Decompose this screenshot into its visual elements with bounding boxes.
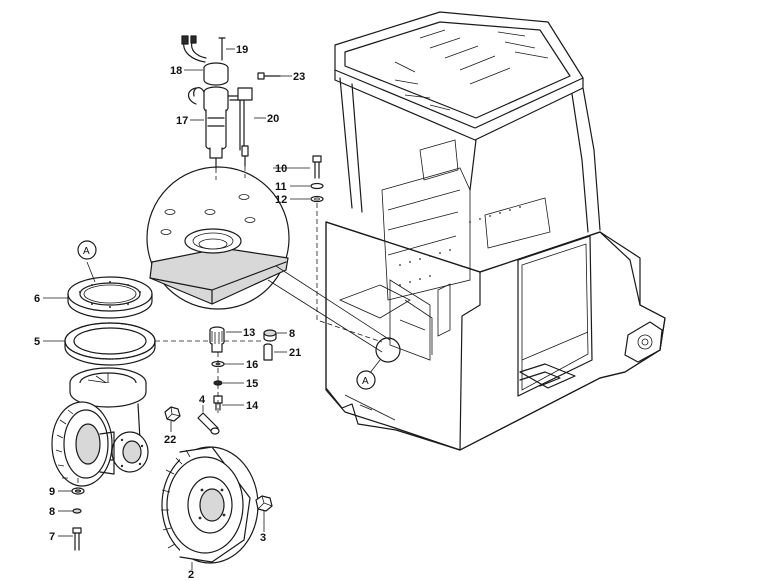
- pin-21: [263, 343, 273, 361]
- detail-marker-left: A: [77, 240, 97, 260]
- wheel-2: [161, 446, 259, 564]
- rivet-dots: [399, 206, 521, 286]
- callout-12: 12: [275, 194, 287, 206]
- callout-22: 22: [164, 434, 176, 446]
- leader-lines: [43, 48, 381, 570]
- detail-magnifier: [146, 166, 401, 363]
- callout-11: 11: [275, 181, 287, 193]
- callout-labels: 19 18 23 20 17 10 11 12 6 5 13 8 21 16 1…: [34, 44, 305, 581]
- callout-5: 5: [34, 336, 40, 348]
- callout-18: 18: [170, 65, 182, 77]
- callout-17: 17: [176, 115, 188, 127]
- callout-20: 20: [267, 113, 279, 125]
- callout-14: 14: [246, 400, 259, 412]
- nut-8-upper: [263, 329, 277, 342]
- slewing-ring-6: [67, 276, 153, 319]
- lug-nut-3: [255, 495, 273, 512]
- callout-2: 2: [188, 569, 194, 581]
- lower-bolt-stack: [71, 478, 85, 551]
- callout-8-lower: 8: [49, 506, 55, 518]
- callout-8-upper: 8: [289, 328, 295, 340]
- steering-motor-assembly: [181, 35, 281, 180]
- callout-6: 6: [34, 293, 40, 305]
- detail-marker-left-label: A: [83, 246, 90, 257]
- callout-13: 13: [243, 327, 255, 339]
- callout-10: 10: [275, 163, 287, 175]
- callout-3: 3: [260, 532, 266, 544]
- callout-19: 19: [236, 44, 248, 56]
- bolt-4: [197, 412, 220, 435]
- truck-chassis: [325, 11, 666, 451]
- gear-ring-5: [64, 322, 156, 366]
- callout-7: 7: [49, 531, 55, 543]
- detail-marker-right: A: [356, 370, 376, 390]
- drive-unit-1: [51, 367, 149, 487]
- callout-16: 16: [246, 359, 258, 371]
- callout-15: 15: [246, 378, 258, 390]
- callout-4: 4: [199, 394, 206, 406]
- nut-22: [164, 406, 181, 422]
- callout-23: 23: [293, 71, 305, 83]
- mount-bolt-stack: [310, 155, 383, 343]
- callout-9: 9: [49, 486, 55, 498]
- detail-marker-right-label: A: [362, 376, 369, 387]
- callout-21: 21: [289, 347, 301, 359]
- pinion-13: [209, 326, 225, 353]
